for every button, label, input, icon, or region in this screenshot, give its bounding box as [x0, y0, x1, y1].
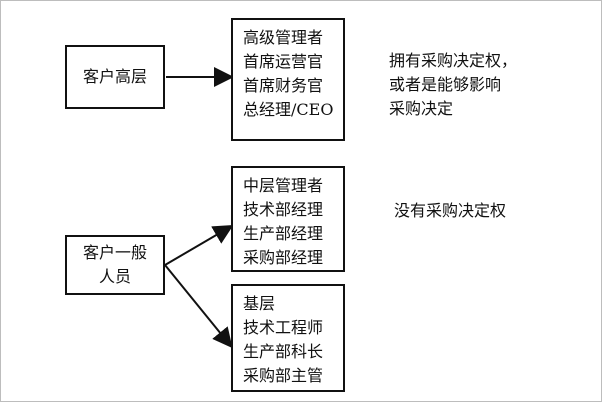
senior-note-line: 或者是能够影响 — [389, 75, 502, 94]
customer-top-box: 客户高层 — [65, 45, 165, 109]
senior-decision-note: 拥有采购决定权， 或者是能够影响 采购决定 — [389, 49, 517, 121]
senior-note-line: 拥有采购决定权， — [389, 51, 518, 70]
middle-note-line: 没有采购决定权 — [394, 201, 507, 220]
middle-role-item: 中层管理者 — [243, 176, 324, 195]
base-role-item: 技术工程师 — [243, 318, 324, 337]
middle-roles-box: 中层管理者 技术部经理 生产部经理 采购部经理 — [231, 166, 345, 272]
base-roles-box: 基层 技术工程师 生产部科长 采购部主管 — [231, 284, 345, 392]
customer-general-box: 客户一般 人员 — [65, 235, 165, 295]
customer-general-label-line: 客户一般 — [82, 243, 147, 262]
middle-role-item: 技术部经理 — [243, 200, 324, 219]
middle-decision-note: 没有采购决定权 — [394, 199, 506, 223]
senior-note-line: 采购决定 — [389, 99, 454, 118]
base-role-item: 生产部科长 — [243, 342, 324, 361]
senior-roles-box: 高级管理者 首席运营官 首席财务官 总经理/CEO — [231, 18, 345, 141]
senior-role-item: 首席财务官 — [243, 76, 324, 95]
senior-role-item: 高级管理者 — [243, 28, 324, 47]
senior-role-item: 首席运营官 — [243, 52, 324, 71]
base-role-item: 基层 — [243, 294, 276, 313]
customer-top-label: 客户高层 — [82, 67, 147, 86]
arrow-general-to-middle — [164, 224, 234, 266]
senior-role-item: 总经理/CEO — [243, 100, 334, 119]
base-role-item: 采购部主管 — [243, 366, 324, 385]
middle-role-item: 采购部经理 — [243, 248, 324, 267]
arrow-general-to-base — [164, 264, 233, 349]
customer-general-label-line: 人员 — [98, 267, 131, 286]
middle-role-item: 生产部经理 — [243, 224, 324, 243]
